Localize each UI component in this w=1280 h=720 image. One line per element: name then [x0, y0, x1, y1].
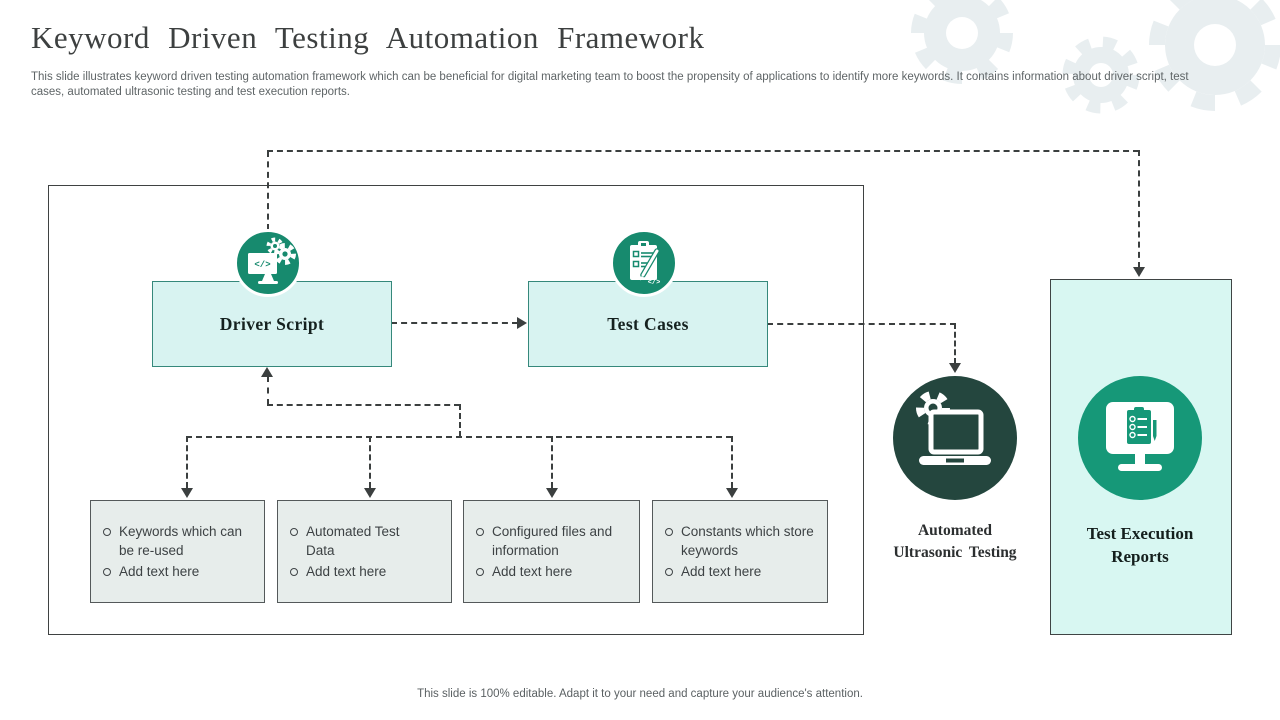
test-execution-reports-badge: [1078, 376, 1202, 500]
circle-bullet: [103, 568, 111, 576]
list-item: Add text here: [663, 562, 821, 581]
arrowhead-into-testcases: [517, 317, 527, 329]
connector-distribution-horizontal: [186, 436, 732, 438]
list-item: Add text here: [288, 562, 445, 581]
list-item-text: Configured files and information: [492, 524, 613, 558]
arrowhead-into-box-1: [181, 488, 193, 498]
list-item: Automated Test Data: [288, 522, 445, 560]
connector-drop-1: [186, 436, 188, 488]
list-item-text: Add text here: [119, 564, 200, 579]
ultrasonic-label-line1: Automated: [917, 522, 993, 539]
connector-driver-to-testcases: [391, 322, 518, 324]
circle-bullet: [476, 568, 484, 576]
code-monitor-gears-icon: </>: [248, 237, 296, 284]
circle-bullet: [290, 528, 298, 536]
list-item: Add text here: [474, 562, 633, 581]
test-execution-reports-label: Test Execution Reports: [1050, 522, 1230, 568]
arrowhead-into-driver-bottom: [261, 367, 273, 377]
circle-bullet: [290, 568, 298, 576]
list-item-text: Add text here: [492, 564, 573, 579]
test-cases-badge: </>: [610, 229, 678, 297]
gear-icon: [911, 0, 1013, 84]
arrowhead-into-reports: [1133, 267, 1145, 277]
ultrasonic-label-line2: Ultrasonic Testing: [893, 544, 1017, 561]
list-item-text: Constants which store keywords: [681, 524, 814, 558]
list-item: Keywords which can be re-used: [101, 522, 258, 560]
connector-drop-2: [369, 436, 371, 488]
detail-box-configured-files: Configured files and information Add tex…: [463, 500, 640, 603]
list-item-text: Add text here: [681, 564, 762, 579]
list-item-text: Automated Test Data: [306, 524, 400, 558]
circle-bullet: [103, 528, 111, 536]
driver-script-label: Driver Script: [219, 313, 325, 334]
connector-feedback-vertical: [267, 376, 269, 405]
arrowhead-into-box-2: [364, 488, 376, 498]
page-title: Keyword Driven Testing Automation Framew…: [31, 20, 705, 55]
reports-label-line1: Test Execution: [1086, 524, 1194, 543]
arrowhead-into-box-3: [546, 488, 558, 498]
driver-script-badge: </>: [234, 229, 302, 297]
svg-text:</>: </>: [648, 279, 661, 287]
connector-to-reports-vertical: [1138, 150, 1140, 268]
list-item-text: Keywords which can be re-used: [119, 524, 243, 558]
connector-driver-top-vertical: [267, 151, 269, 230]
footer-note: This slide is 100% editable. Adapt it to…: [417, 688, 863, 700]
circle-bullet: [665, 528, 673, 536]
list-item-text: Add text here: [306, 564, 387, 579]
gear-icon: [1149, 0, 1280, 111]
connector-feedback-horizontal: [267, 404, 460, 406]
circle-bullet: [665, 568, 673, 576]
connector-top-horizontal: [267, 150, 1139, 152]
list-item: Configured files and information: [474, 522, 633, 560]
connector-drop-4: [731, 436, 733, 488]
list-item: Constants which store keywords: [663, 522, 821, 560]
ultrasonic-testing-label: Automated Ultrasonic Testing: [865, 520, 1045, 564]
test-cases-label: Test Cases: [607, 313, 689, 334]
gear-icon: [1062, 36, 1140, 114]
arrowhead-into-ultrasonic: [949, 363, 961, 373]
clipboard-checklist-pencil-icon: </>: [630, 241, 661, 287]
slide-description: This slide illustrates keyword driven te…: [31, 71, 1189, 98]
arrowhead-into-box-4: [726, 488, 738, 498]
svg-text:</>: </>: [254, 260, 270, 270]
detail-box-keywords: Keywords which can be re-used Add text h…: [90, 500, 265, 603]
detail-box-constants: Constants which store keywords Add text …: [652, 500, 828, 603]
circle-bullet: [476, 528, 484, 536]
list-item: Add text here: [101, 562, 258, 581]
laptop-gear-icon: [916, 391, 991, 465]
connector-feedback-drop: [459, 404, 461, 437]
connector-drop-3: [551, 436, 553, 488]
gear-watermark: [911, 0, 1280, 114]
ultrasonic-testing-badge: [893, 376, 1017, 500]
detail-box-test-data: Automated Test Data Add text here: [277, 500, 452, 603]
reports-label-line2: Reports: [1111, 547, 1169, 566]
connector-testcases-right: [767, 323, 956, 325]
connector-to-ultrasonic-vertical: [954, 323, 956, 364]
monitor-checklist-icon: [1106, 402, 1174, 471]
